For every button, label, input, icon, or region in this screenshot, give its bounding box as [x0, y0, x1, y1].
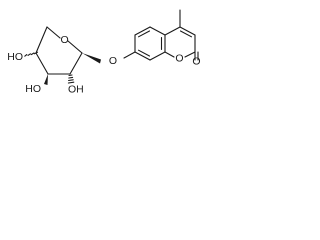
- atom-label-ring-oxygen: O: [61, 34, 69, 46]
- coumarin-core: [123, 9, 199, 61]
- bond-c6-c5-inner: [137, 30, 151, 38]
- atom-label-hydroxyl-c3: HO: [25, 83, 41, 95]
- bond-o1-c8a: [164, 51, 175, 58]
- atom-label-carbonyl-oxygen: O: [192, 55, 200, 67]
- wedge-bond-c3-oh: [44, 74, 48, 85]
- bond-c4-c3: [179, 26, 196, 36]
- bond-c4-c5: [35, 26, 48, 54]
- sugar-ring: [35, 26, 83, 75]
- bond-c4a-c4: [164, 26, 181, 36]
- bond-c8a-c8: [149, 51, 166, 61]
- atom-label-hydroxyl-c2: OH: [68, 83, 84, 95]
- atom-label-glycosidic-oxygen: O: [109, 55, 117, 67]
- chemical-structure-diagram: O O O O HO HO OH: [7, 9, 201, 95]
- hashed-bond-c2-oh: [67, 74, 75, 84]
- wedge-bond-c1-o: [82, 53, 101, 64]
- sugar-substituent-bonds: [24, 51, 101, 85]
- atom-label-hydroxyl-c4: HO: [7, 51, 23, 63]
- bond-c3-c4: [35, 52, 49, 75]
- bond-c8-c7-inner: [137, 49, 151, 57]
- bond-c6-c5: [134, 26, 151, 36]
- bond-c1-c2: [69, 52, 83, 75]
- bond-c5-o5: [46, 26, 61, 39]
- bond-c5-c4a: [149, 26, 166, 36]
- bond-c8-c7: [134, 51, 151, 61]
- bond-o-c7: [123, 51, 136, 59]
- atom-label-coumarin-oxygen: O: [175, 52, 183, 64]
- hashed-bond-c4-oh: [24, 51, 39, 57]
- bond-c2-o1: [184, 51, 196, 58]
- bond-c4-c3-inner: [179, 30, 193, 38]
- bond-o5-c1: [67, 40, 83, 54]
